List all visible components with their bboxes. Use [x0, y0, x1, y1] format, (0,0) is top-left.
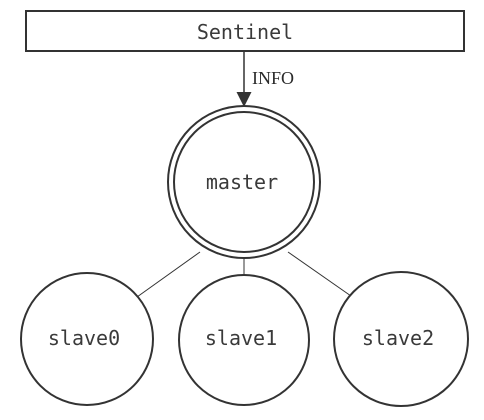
slave0-node: slave0 — [20, 272, 154, 406]
slave0-label: slave0 — [48, 326, 120, 350]
slave0-circle — [20, 272, 154, 406]
slave1-label: slave1 — [205, 326, 277, 350]
slave2-node: slave2 — [333, 271, 469, 407]
master-slave2-link — [287, 251, 352, 297]
slave1-circle — [178, 274, 310, 406]
sentinel-box — [25, 10, 465, 52]
master-inner-circle — [173, 111, 315, 253]
master-label: master — [206, 170, 278, 194]
master-node: master — [167, 105, 321, 259]
slave1-node: slave1 — [178, 274, 310, 406]
master-slave0-link — [136, 251, 201, 298]
sentinel-label: Sentinel — [197, 20, 293, 44]
info-arrow-label: INFO — [252, 68, 294, 88]
slave2-circle — [333, 271, 469, 407]
sentinel-node: Sentinel — [25, 10, 465, 52]
slave2-label: slave2 — [362, 326, 434, 350]
